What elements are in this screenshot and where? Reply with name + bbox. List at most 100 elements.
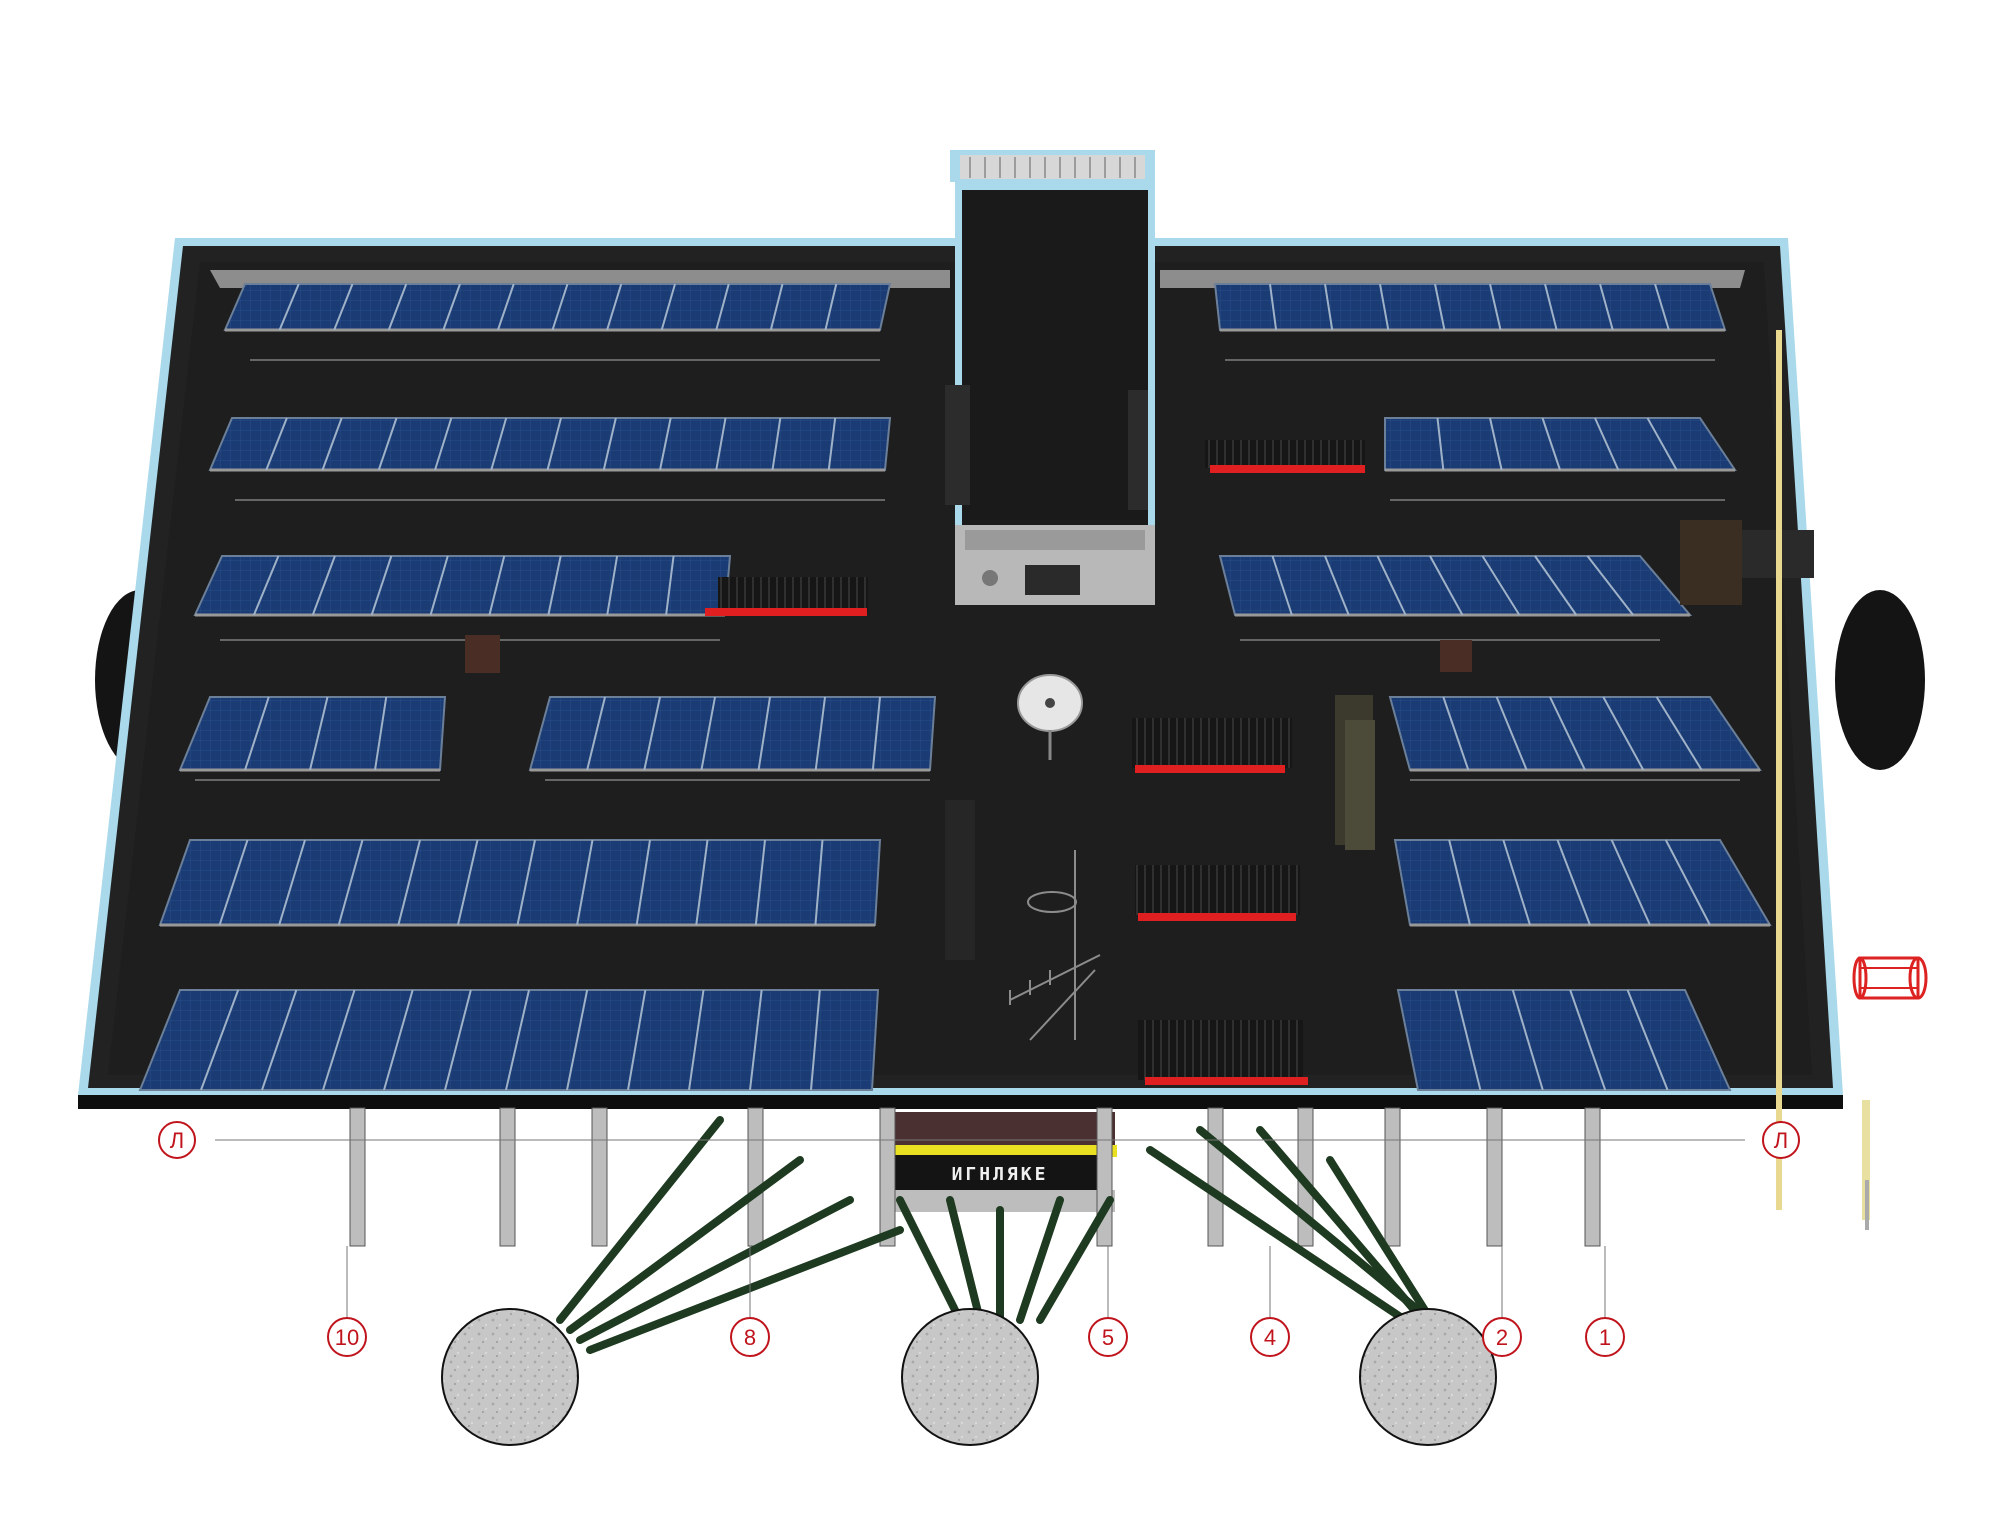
panel-divider [700, 696, 716, 771]
footing-middle [901, 1308, 1039, 1446]
ladder-cage-icon [1852, 956, 1928, 1000]
marker-grid-5: 5 [1088, 1246, 1128, 1357]
panel-divider [1454, 989, 1482, 1091]
panel-divider [1664, 839, 1711, 926]
panel-row-5-right [1393, 839, 1772, 927]
panel-divider [488, 555, 506, 616]
panel-divider [1429, 555, 1464, 616]
panel-divider [265, 417, 288, 471]
panel-divider [1626, 989, 1669, 1091]
panel-divider [370, 555, 393, 616]
marker-grid-1: 1 [1585, 1246, 1625, 1357]
panel-divider [1549, 696, 1586, 771]
panel-divider [1610, 839, 1651, 926]
panel-divider [1602, 696, 1645, 771]
panel-divider [814, 839, 824, 926]
panel-divider [374, 696, 388, 771]
panel-divider [387, 283, 408, 331]
panel-divider [333, 283, 354, 331]
rooftop-equipment [465, 385, 1814, 1041]
panel-divider [218, 839, 249, 926]
panel-divider [871, 696, 881, 771]
panel-divider [606, 283, 623, 331]
marker-grid-l-left: Л [158, 1121, 196, 1159]
panel-divider [505, 989, 530, 1091]
panel-divider [1534, 555, 1578, 616]
panel-divider [1379, 283, 1390, 331]
panel-divider [627, 989, 647, 1091]
svg-text:Л: Л [170, 1128, 184, 1153]
right-drum [1835, 590, 1925, 770]
panel-divider [322, 989, 356, 1091]
solar-array [138, 283, 1772, 1091]
panel-divider [576, 839, 594, 926]
footing-right [1359, 1308, 1497, 1446]
thermal-collectors [705, 440, 1365, 1085]
panel-divider [754, 839, 766, 926]
panel-divider [769, 283, 784, 331]
panel-divider [1442, 696, 1470, 771]
panel-divider [1324, 555, 1350, 616]
panel-divider [1556, 839, 1591, 926]
canopy-sign-text: ИГНЛЯКЕ [952, 1164, 1049, 1185]
panel-divider [643, 696, 661, 771]
panel-divider [1489, 417, 1503, 471]
panel-divider [200, 989, 240, 1091]
marker-grid-8: 8 [730, 1246, 770, 1357]
marker-grid-4: 4 [1250, 1246, 1290, 1357]
panel-divider [1448, 839, 1471, 926]
panel-divider [1569, 989, 1607, 1091]
panel-divider [660, 283, 676, 331]
svg-text:1: 1 [1599, 1325, 1611, 1350]
panel-divider [1489, 283, 1502, 331]
panel-divider [547, 555, 562, 616]
panel-divider [516, 839, 536, 926]
panel-divider [1436, 417, 1445, 471]
panel-divider [429, 555, 449, 616]
collector-4 [1135, 865, 1300, 921]
panel-divider [1495, 696, 1528, 771]
marker-grid-10: 10 [327, 1246, 367, 1357]
panel-divider [383, 989, 414, 1091]
entrance-canopy: ИГНЛЯКЕ [885, 1112, 1117, 1212]
svg-text:2: 2 [1496, 1325, 1508, 1350]
panel-divider [278, 283, 300, 331]
panel-row-4-right [1388, 696, 1762, 781]
panel-divider [377, 417, 398, 471]
panel-divider [1324, 283, 1334, 331]
panel-divider [715, 417, 727, 471]
axis-markers: Л Л 10 8 5 4 2 [158, 1121, 1800, 1357]
panel-row-6-right [1396, 989, 1732, 1091]
panel-divider [1434, 283, 1446, 331]
panel-divider [1269, 283, 1278, 331]
panel-divider [546, 417, 562, 471]
panel-divider [311, 555, 336, 616]
panel-divider [1271, 555, 1293, 616]
marker-grid-2: 2 [1482, 1246, 1522, 1357]
panel-divider [1544, 283, 1558, 331]
collector-5 [1138, 1020, 1308, 1085]
svg-text:Л: Л [1774, 1128, 1788, 1153]
panel-divider [635, 839, 651, 926]
panel-divider [814, 696, 826, 771]
panel-divider [749, 989, 763, 1091]
collector-2 [705, 577, 868, 616]
panel-divider [757, 696, 771, 771]
panel-divider [586, 696, 606, 771]
panel-divider [1654, 283, 1670, 331]
panel-divider [337, 839, 364, 926]
panel-divider [688, 989, 705, 1091]
panel-divider [1376, 555, 1407, 616]
panel-divider [321, 417, 343, 471]
collector-1 [1205, 440, 1365, 473]
panel-divider [1586, 555, 1634, 616]
panel-divider [496, 283, 515, 331]
panel-divider [602, 417, 617, 471]
svg-text:10: 10 [335, 1325, 359, 1350]
panel-divider [827, 417, 837, 471]
panel-divider [456, 839, 479, 926]
panel-divider [824, 283, 838, 331]
panel-divider [1481, 555, 1521, 616]
panel-row-1-left [223, 283, 892, 361]
panel-divider [444, 989, 472, 1091]
